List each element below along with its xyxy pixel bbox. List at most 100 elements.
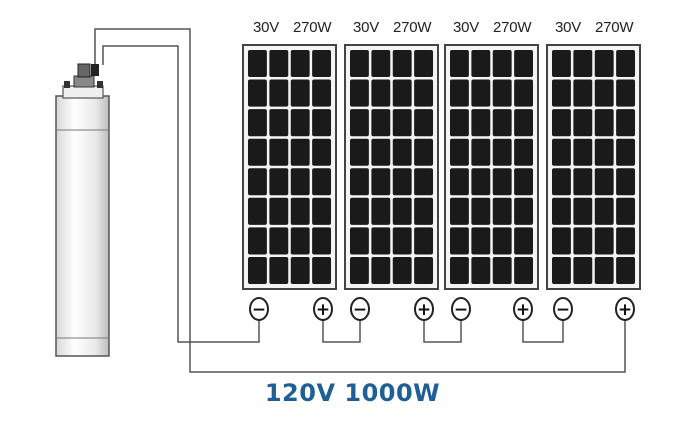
solar-cell: [573, 50, 593, 78]
solar-cell: [290, 109, 310, 137]
solar-cell: [450, 227, 469, 255]
panel-1-power: 270W: [293, 19, 332, 36]
solar-cell: [371, 50, 391, 78]
solar-cell: [414, 168, 434, 196]
solar-cell: [616, 138, 636, 166]
solar-cell: [312, 168, 332, 196]
solar-cell: [514, 109, 534, 137]
solar-cell: [450, 168, 469, 196]
solar-cell: [552, 79, 571, 107]
solar-cell: [371, 256, 391, 284]
solar-cell: [414, 138, 434, 166]
solar-cell: [269, 138, 289, 166]
solar-cell: [492, 256, 512, 284]
solar-cell: [471, 138, 491, 166]
solar-cell: [552, 197, 571, 225]
wiring: [94, 28, 626, 373]
solar-cell: [573, 197, 593, 225]
solar-cell: [392, 256, 412, 284]
positive-terminal-icon: +: [313, 297, 333, 321]
solar-cell: [371, 79, 391, 107]
solar-cell: [492, 227, 512, 255]
solar-cell: [371, 109, 391, 137]
solar-cell: [290, 50, 310, 78]
solar-cell: [573, 227, 593, 255]
solar-cell: [552, 256, 571, 284]
solar-cell: [616, 109, 636, 137]
solar-cell: [471, 168, 491, 196]
solar-cell: [514, 168, 534, 196]
panel-2-voltage: 30V: [353, 19, 380, 36]
solar-cell: [392, 50, 412, 78]
solar-cell: [594, 168, 614, 196]
solar-cell: [248, 197, 267, 225]
solar-cell: [594, 227, 614, 255]
negative-terminal-icon: −: [350, 297, 370, 321]
solar-cell: [350, 79, 369, 107]
solar-cell: [450, 79, 469, 107]
wire-negative-lead: [102, 45, 260, 343]
solar-cell: [594, 109, 614, 137]
solar-cell: [471, 79, 491, 107]
solar-cell: [414, 227, 434, 255]
solar-cell: [371, 138, 391, 166]
solar-cell: [312, 227, 332, 255]
solar-cell: [248, 109, 267, 137]
solar-cell: [552, 50, 571, 78]
panel-4-power: 270W: [595, 19, 634, 36]
solar-cell: [312, 256, 332, 284]
solar-cell: [492, 50, 512, 78]
solar-cell: [392, 197, 412, 225]
negative-terminal-icon: −: [451, 297, 471, 321]
solar-cell: [312, 50, 332, 78]
positive-terminal-symbol: +: [417, 300, 431, 320]
solar-cell: [290, 197, 310, 225]
solar-cell: [371, 168, 391, 196]
negative-terminal-icon: −: [249, 297, 269, 321]
solar-cell: [616, 168, 636, 196]
system-rating-label: 120V 1000W: [264, 379, 441, 407]
solar-cell: [552, 109, 571, 137]
solar-cell: [392, 79, 412, 107]
solar-cell: [552, 168, 571, 196]
solar-panel-1: [242, 44, 337, 290]
solar-cell: [290, 256, 310, 284]
solar-cell: [514, 197, 534, 225]
solar-cell: [573, 256, 593, 284]
series-jumper-1: [322, 318, 361, 343]
solar-cell: [350, 227, 369, 255]
series-jumper-3: [522, 318, 564, 343]
solar-cell: [350, 197, 369, 225]
solar-cell: [471, 109, 491, 137]
solar-cell: [350, 50, 369, 78]
solar-cell: [414, 79, 434, 107]
solar-cell: [594, 50, 614, 78]
solar-cell: [450, 50, 469, 78]
solar-cell: [414, 197, 434, 225]
solar-cell: [269, 109, 289, 137]
solar-cell: [312, 79, 332, 107]
solar-cell: [594, 197, 614, 225]
solar-cell: [573, 109, 593, 137]
solar-cell: [248, 50, 267, 78]
solar-cell: [248, 79, 267, 107]
negative-terminal-symbol: −: [556, 300, 570, 320]
solar-cell: [616, 197, 636, 225]
solar-cell: [450, 197, 469, 225]
submersible-pump: [55, 63, 110, 357]
solar-cell: [392, 138, 412, 166]
solar-panel-2: [344, 44, 439, 290]
solar-cell: [450, 109, 469, 137]
solar-cell: [616, 227, 636, 255]
solar-cell: [594, 138, 614, 166]
solar-cell: [414, 109, 434, 137]
solar-cell: [269, 256, 289, 284]
solar-cell: [248, 256, 267, 284]
terminal-row: −+−+−+−+: [249, 297, 635, 321]
solar-cell: [290, 138, 310, 166]
solar-cell: [492, 197, 512, 225]
solar-cell: [290, 79, 310, 107]
panel-3-voltage: 30V: [453, 19, 480, 36]
solar-cell: [392, 227, 412, 255]
solar-cell: [450, 256, 469, 284]
